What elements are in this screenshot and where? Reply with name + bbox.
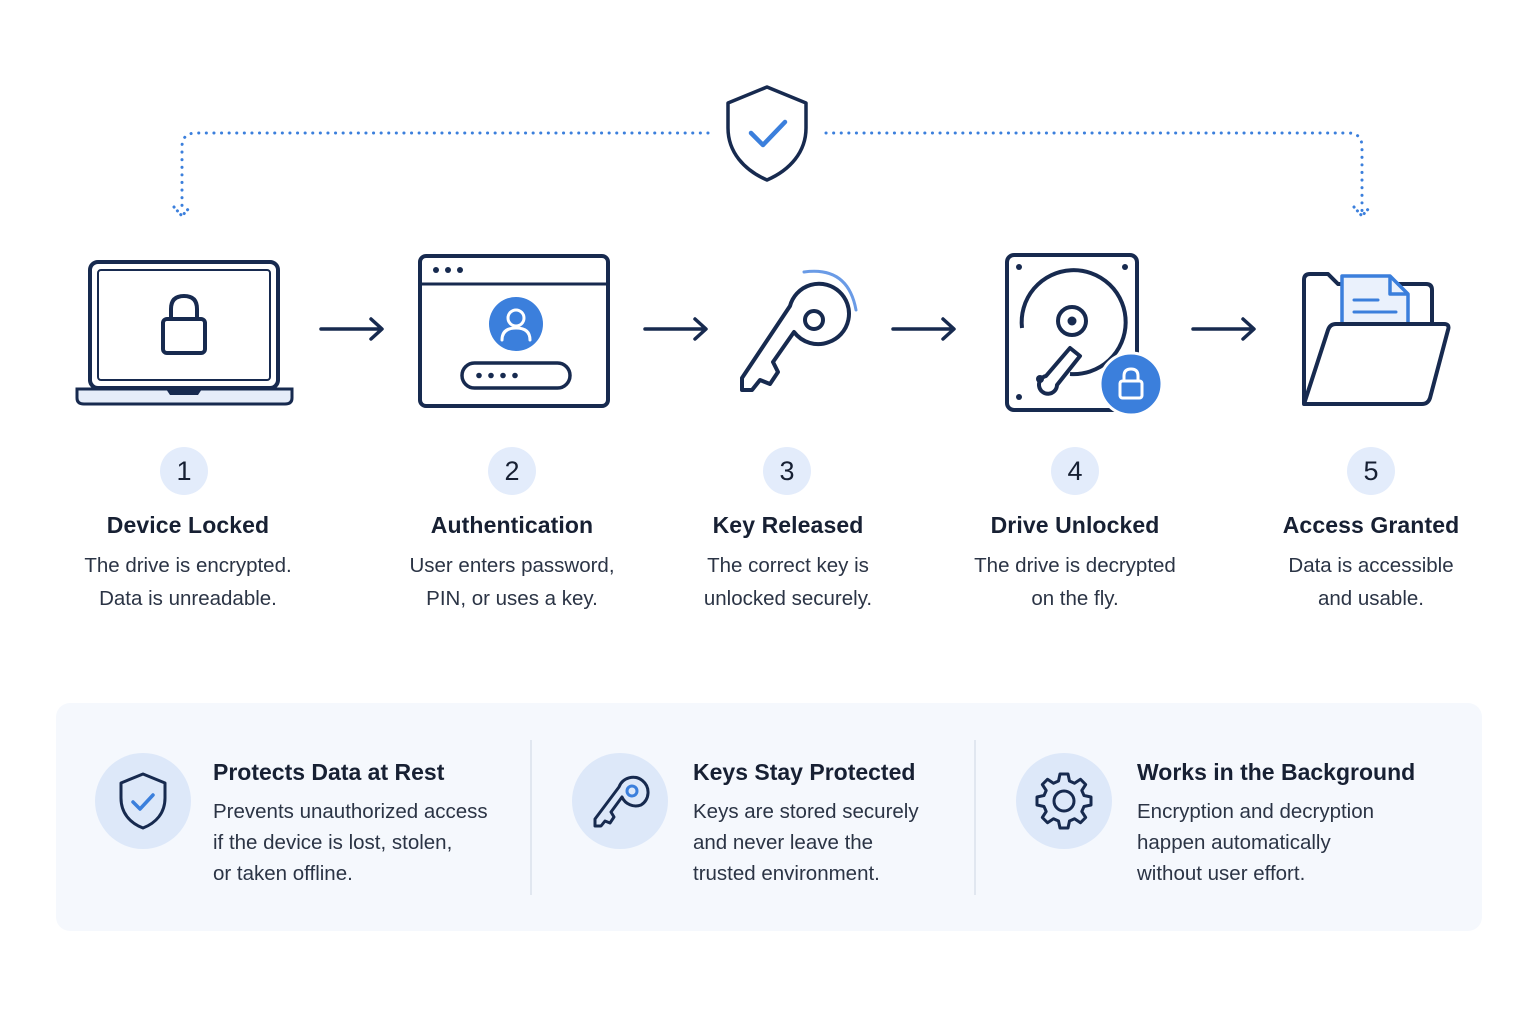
gear-icon bbox=[1035, 772, 1093, 830]
login-window-icon bbox=[418, 254, 610, 408]
step-description-line: and usable. bbox=[1317, 587, 1424, 610]
arrow-right-icon bbox=[643, 317, 708, 341]
step-title: Drive Unlocked bbox=[990, 512, 1160, 538]
feature-icon-circle bbox=[95, 753, 191, 849]
feature-title: Protects Data at Rest bbox=[213, 759, 445, 785]
dotted-connector-left bbox=[172, 131, 710, 219]
hard-drive-lock-icon bbox=[1005, 253, 1164, 417]
feature-icon-circle bbox=[572, 753, 668, 849]
feature-description-line: Encryption and decryption bbox=[1137, 800, 1375, 823]
step-number-badge: 3 bbox=[763, 447, 811, 495]
step-description-line: Data is accessible bbox=[1288, 554, 1454, 577]
feature-icon-circle bbox=[1016, 753, 1112, 849]
feature-description-line: and never leave the bbox=[693, 831, 874, 854]
step-number-badge: 1 bbox=[160, 447, 208, 495]
feature-description: Keys are stored securely and never leave… bbox=[693, 796, 919, 889]
step-title: Access Granted bbox=[1282, 512, 1460, 538]
key-icon bbox=[593, 775, 650, 828]
shield-check-icon bbox=[726, 85, 808, 182]
laptop-lock-icon bbox=[75, 260, 294, 406]
step-description-line: unlocked securely. bbox=[703, 587, 873, 610]
feature-description: Prevents unauthorized access if the devi… bbox=[213, 796, 488, 889]
top-connector bbox=[172, 85, 1372, 219]
divider bbox=[974, 740, 976, 895]
step-description-line: on the fly. bbox=[1031, 587, 1119, 610]
dotted-connector-right bbox=[824, 131, 1372, 219]
step-description-line: The correct key is bbox=[707, 554, 869, 577]
step-description: User enters password, PIN, or uses a key… bbox=[352, 549, 672, 615]
step-title: Key Released bbox=[712, 512, 864, 538]
step-title: Authentication bbox=[430, 512, 594, 538]
step-description-line: The drive is decrypted bbox=[974, 554, 1176, 577]
step-number-badge: 5 bbox=[1347, 447, 1395, 495]
arrow-right-icon bbox=[891, 317, 956, 341]
feature-description-line: trusted environment. bbox=[693, 862, 880, 885]
feature-description-line: or taken offline. bbox=[213, 862, 353, 885]
open-folder-icon bbox=[1302, 272, 1451, 406]
feature-description-line: Keys are stored securely bbox=[693, 800, 919, 823]
feature-title: Works in the Background bbox=[1137, 759, 1416, 785]
step-description: The drive is encrypted. Data is unreadab… bbox=[28, 549, 348, 615]
step-description-line: The drive is encrypted. bbox=[84, 554, 292, 577]
step-description-line: User enters password, bbox=[409, 554, 615, 577]
step-title: Device Locked bbox=[106, 512, 270, 538]
feature-description-line: happen automatically bbox=[1137, 831, 1331, 854]
step-description: Data is accessible and usable. bbox=[1211, 549, 1531, 615]
step-description: The correct key is unlocked securely. bbox=[628, 549, 948, 615]
arrow-right-icon bbox=[319, 317, 384, 341]
step-description-line: Data is unreadable. bbox=[99, 587, 277, 610]
step-description-line: PIN, or uses a key. bbox=[426, 587, 598, 610]
step-number-badge: 2 bbox=[488, 447, 536, 495]
step-description: The drive is decrypted on the fly. bbox=[915, 549, 1235, 615]
feature-description: Encryption and decryption happen automat… bbox=[1137, 796, 1374, 889]
divider bbox=[530, 740, 532, 895]
feature-description-line: Prevents unauthorized access bbox=[213, 800, 488, 823]
features-panel bbox=[56, 703, 1482, 931]
feature-title: Keys Stay Protected bbox=[693, 759, 916, 785]
shield-check-icon bbox=[119, 772, 167, 830]
arrow-right-icon bbox=[1191, 317, 1256, 341]
step-number-badge: 4 bbox=[1051, 447, 1099, 495]
key-icon bbox=[740, 269, 858, 392]
feature-description-line: if the device is lost, stolen, bbox=[213, 831, 453, 854]
feature-description-line: without user effort. bbox=[1137, 862, 1306, 885]
